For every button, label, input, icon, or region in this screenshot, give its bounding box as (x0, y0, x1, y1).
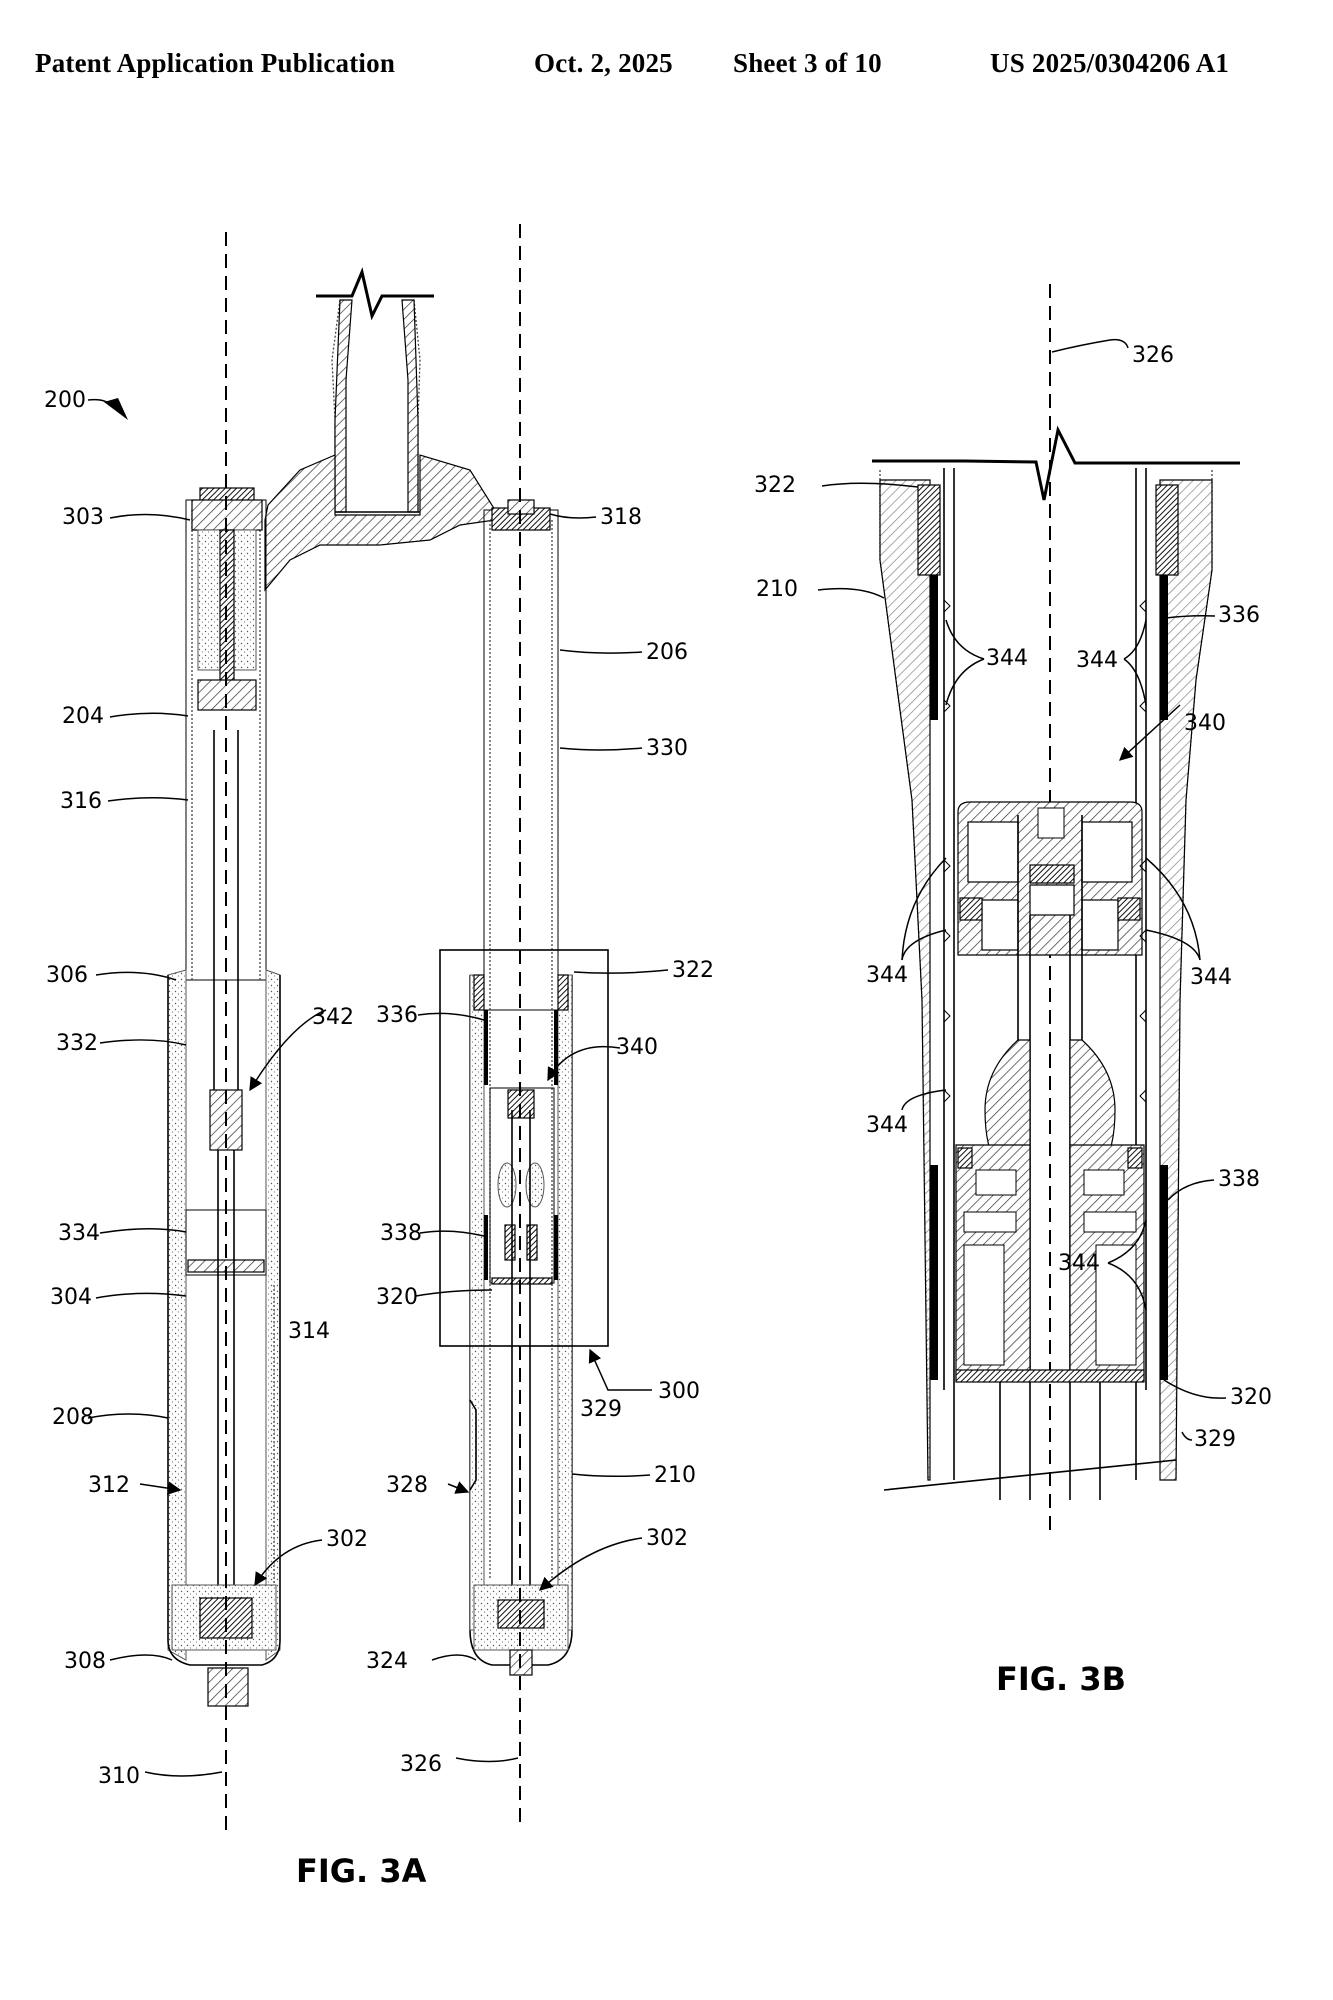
label-303: 303 (62, 505, 104, 530)
label-322: 322 (754, 473, 796, 498)
label-318: 318 (600, 505, 642, 530)
label-302-right: 302 (646, 1526, 688, 1551)
label-208: 208 (52, 1405, 94, 1430)
label-344-e: 344 (866, 1113, 908, 1138)
label-316: 316 (60, 789, 102, 814)
label-320: 320 (376, 1285, 418, 1310)
label-320: 320 (1230, 1385, 1272, 1410)
label-336: 336 (376, 1003, 418, 1028)
steerer-tube (316, 267, 434, 513)
label-302-left: 302 (326, 1527, 368, 1552)
label-306: 306 (46, 963, 88, 988)
label-332: 332 (56, 1031, 98, 1056)
label-310: 310 (98, 1764, 140, 1789)
break-line (872, 425, 1240, 501)
label-344-a: 344 (986, 646, 1028, 671)
label-340: 340 (616, 1035, 658, 1060)
label-340: 340 (1184, 711, 1226, 736)
figure-caption-3b: FIG. 3B (996, 1660, 1126, 1698)
label-344-b: 344 (1076, 648, 1118, 673)
label-328: 328 (386, 1473, 428, 1498)
label-336: 336 (1218, 603, 1260, 628)
label-300: 300 (658, 1379, 700, 1404)
fig-3b-labels: 326 322 210 344 344 336 340 344 344 344 … (754, 343, 1272, 1698)
label-324: 324 (366, 1649, 408, 1674)
label-204: 204 (62, 704, 104, 729)
publication-type: Patent Application Publication (35, 48, 396, 78)
publication-date: Oct. 2, 2025 (534, 48, 673, 78)
label-329: 329 (1194, 1427, 1236, 1452)
right-leg (439, 499, 609, 1676)
figure-caption-3a: FIG. 3A (296, 1852, 427, 1890)
fig-3b-leaders (817, 338, 1227, 1399)
label-338: 338 (380, 1221, 422, 1246)
fig-3b: 326 322 210 344 344 336 340 344 344 344 … (754, 284, 1272, 1698)
glide-ridges-344 (943, 599, 1147, 1103)
label-326: 326 (1132, 343, 1174, 368)
sheet-number: Sheet 3 of 10 (733, 48, 882, 78)
fig-3a-labels: 200 303 204 316 306 332 342 334 304 314 … (44, 388, 714, 1890)
label-312: 312 (88, 1473, 130, 1498)
label-326: 326 (400, 1752, 442, 1777)
label-338: 338 (1218, 1167, 1260, 1192)
label-334: 334 (58, 1221, 100, 1246)
fork-crown (264, 454, 496, 592)
label-304: 304 (50, 1285, 92, 1310)
fig-3a-leaders (87, 398, 669, 1777)
fig-3a: 200 303 204 316 306 332 342 334 304 314 … (44, 224, 714, 1890)
label-344-d: 344 (1190, 965, 1232, 990)
label-210: 210 (654, 1463, 696, 1488)
left-leg (167, 487, 281, 1707)
label-344-c: 344 (866, 963, 908, 988)
label-330: 330 (646, 736, 688, 761)
label-200: 200 (44, 388, 86, 413)
label-322: 322 (672, 958, 714, 983)
label-308: 308 (64, 1649, 106, 1674)
label-210: 210 (756, 577, 798, 602)
publication-number: US 2025/0304206 A1 (990, 48, 1230, 78)
label-206: 206 (646, 640, 688, 665)
detail-box-300 (439, 949, 609, 1347)
label-314: 314 (288, 1319, 330, 1344)
label-329: 329 (580, 1397, 622, 1422)
label-342: 342 (312, 1005, 354, 1030)
label-344-f: 344 (1058, 1251, 1100, 1276)
